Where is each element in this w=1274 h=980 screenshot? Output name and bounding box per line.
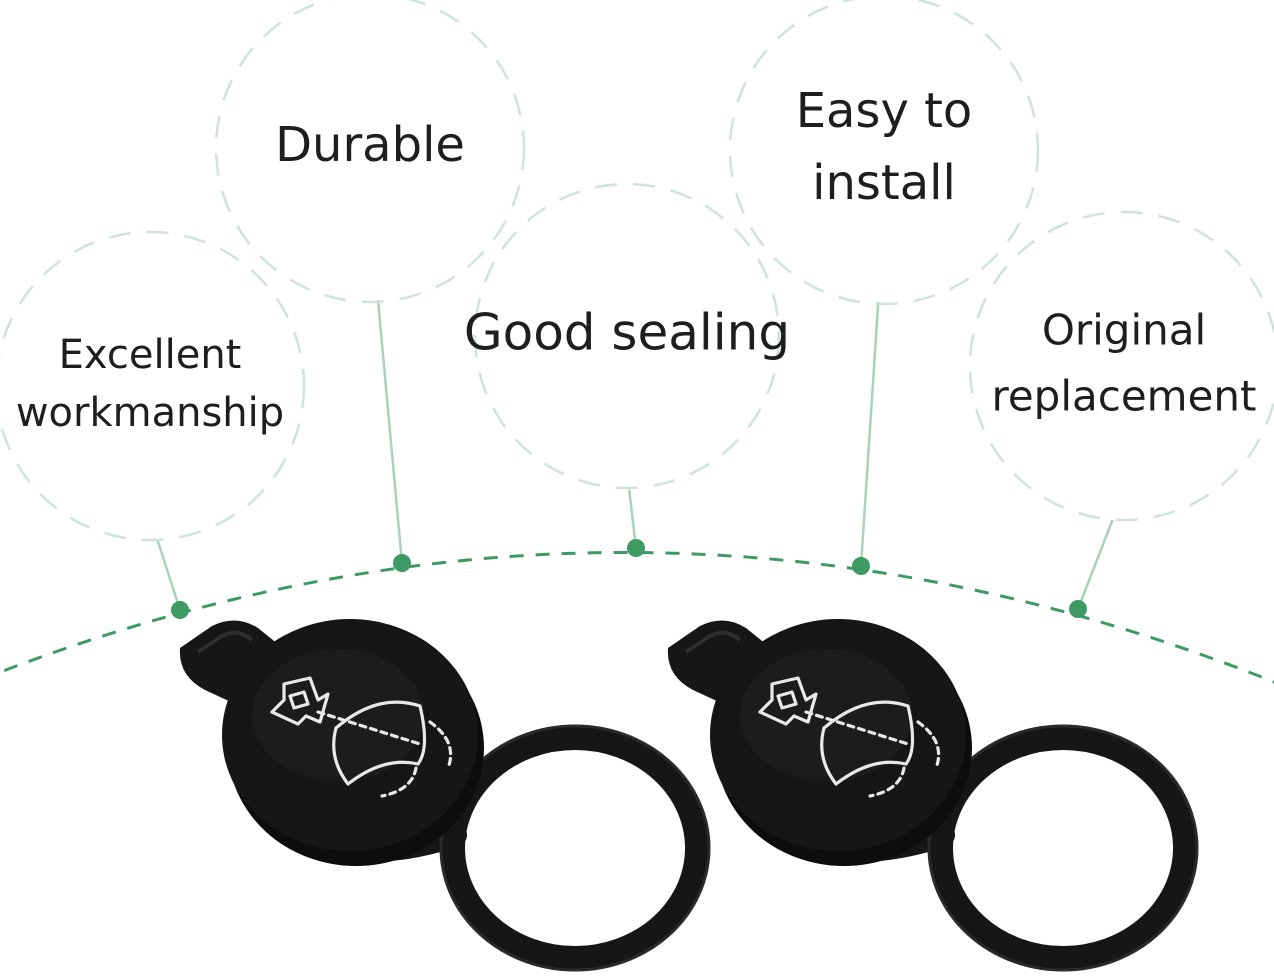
feature-label-easy-to-install-line-1: Easy to bbox=[796, 83, 973, 139]
product-photo bbox=[180, 619, 1197, 970]
connector-dot-excellent-workmanship bbox=[171, 601, 189, 619]
feature-circle-good-sealing bbox=[473, 182, 781, 490]
connector-dot-easy-to-install bbox=[852, 557, 870, 575]
feature-label-original-replacement-line-2: replacement bbox=[991, 372, 1256, 421]
connector-line-easy-to-install bbox=[859, 301, 880, 567]
washer-cap-left bbox=[180, 619, 709, 970]
feature-label-excellent-workmanship-line-2: workmanship bbox=[16, 390, 284, 436]
connector-line-durable bbox=[376, 299, 404, 564]
feature-label-easy-to-install-line-2: install bbox=[812, 155, 956, 211]
connector-dot-original-replacement bbox=[1069, 600, 1087, 618]
feature-circle-original-replacement bbox=[968, 210, 1274, 522]
feature-label-durable-line-1: Durable bbox=[275, 117, 465, 173]
feature-circle-excellent-workmanship bbox=[0, 230, 306, 542]
feature-circle-easy-to-install bbox=[728, 0, 1040, 306]
connector-dot-durable bbox=[393, 554, 411, 572]
feature-label-good-sealing-line-1: Good sealing bbox=[464, 304, 790, 362]
connector-line-excellent-workmanship bbox=[156, 539, 182, 611]
feature-label-original-replacement-line-1: Original bbox=[1042, 306, 1206, 355]
feature-label-excellent-workmanship-line-1: Excellent bbox=[59, 332, 242, 378]
connector-lines bbox=[156, 299, 1114, 619]
washer-cap-right bbox=[668, 619, 1197, 970]
feature-circle-durable bbox=[214, 0, 526, 304]
connector-line-original-replacement bbox=[1076, 519, 1114, 610]
connector-dot-good-sealing bbox=[627, 539, 645, 557]
feature-circles bbox=[0, 0, 1274, 542]
connector-line-good-sealing bbox=[628, 489, 638, 549]
